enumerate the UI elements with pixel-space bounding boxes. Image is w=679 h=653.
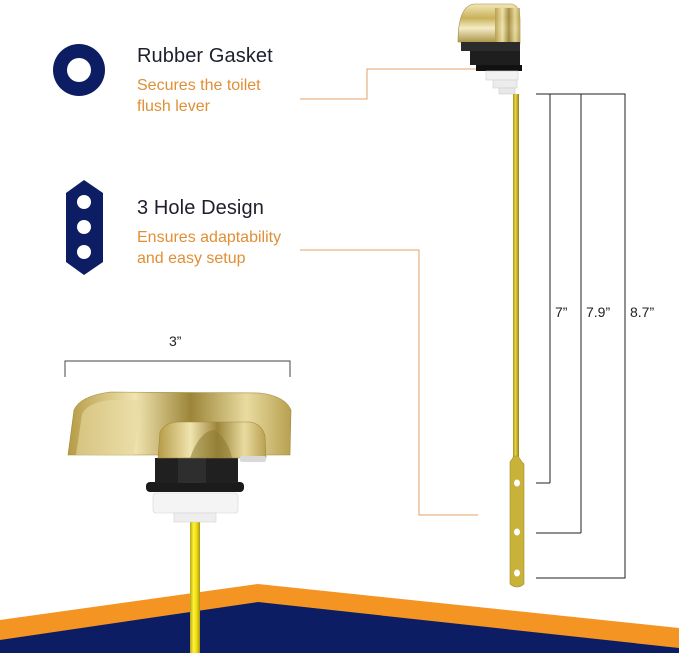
handle-front-view [67,391,292,653]
three-hole-callout-line [300,249,478,516]
handle-width-label: 3” [169,333,182,349]
handle-width-bracket [64,360,291,377]
lever-arm-side-view [457,3,525,588]
feature-description-rubber-gasket: Secures the toilet flush lever [137,77,261,115]
length-dimension-lines [536,93,626,579]
rubber-gasket-ring-icon [53,44,105,96]
feature-description-three-hole-design: Ensures adaptability and easy setup [137,229,282,267]
length-label-hole-2: 7.9” [586,304,611,320]
gasket-callout-line [300,68,478,100]
three-hole-arm-icon [66,180,103,275]
bottom-chevron-band [0,584,679,653]
length-label-hole-3: 8.7” [630,304,655,320]
feature-title-rubber-gasket: Rubber Gasket [137,45,273,67]
feature-title-three-hole-design: 3 Hole Design [137,197,264,219]
length-label-hole-1: 7” [555,304,568,320]
